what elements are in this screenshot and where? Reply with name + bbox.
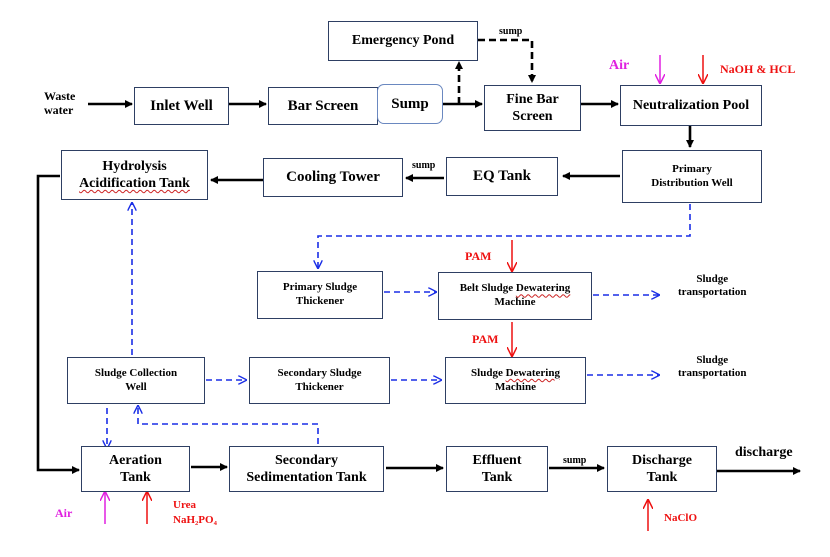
neutralization-pool-box: Neutralization Pool <box>620 85 762 126</box>
sump-label-effluent: sump <box>563 455 587 466</box>
discharge-label: discharge <box>735 445 793 460</box>
air-label-bottom: Air <box>55 506 73 520</box>
belt-dewatering-label-line2: Machine <box>494 296 536 308</box>
hydrolysis-acidification-tank-box: Hydrolysis Acidification Tank <box>61 150 208 200</box>
hydrolysis-label-line2: Acidification Tank <box>79 176 190 191</box>
emergency-pond-box: Emergency Pond <box>328 21 478 61</box>
primary-sludge-thickener-box: Primary Sludge Thickener <box>257 271 383 319</box>
sludge-dewatering-label-line2: Machine <box>495 380 536 393</box>
bar-screen-box: Bar Screen <box>268 87 378 125</box>
aeration-tank-box: Aeration Tank <box>81 446 190 492</box>
sludge-dewatering-machine-box: Sludge Dewatering Machine <box>445 357 586 404</box>
sludge-secondary-return <box>138 406 319 444</box>
effluent-tank-box: Effluent Tank <box>446 446 548 492</box>
secondary-sedimentation-tank-box: Secondary Sedimentation Tank <box>229 446 384 492</box>
urea-label-line2: NaH₂PO₄ <box>173 514 217 526</box>
belt-sludge-dewatering-box: Belt Sludge Dewatering Machine <box>438 272 592 320</box>
naoh-hcl-label: NaOH & HCL <box>720 62 796 76</box>
sump-label-top: sump <box>499 26 523 37</box>
sludge-collection-well-box: Sludge Collection Well <box>67 357 205 404</box>
arrow-hydrolysis-to-aeration <box>36 174 80 474</box>
secondary-sludge-thickener-box: Secondary Sludge Thickener <box>249 357 390 404</box>
belt-dewatering-label-line1: Belt Sludge Dewatering <box>459 282 571 295</box>
pam-label-1: PAM <box>465 249 492 263</box>
sump-label-eq: sump <box>412 160 436 171</box>
eq-tank-box: EQ Tank <box>446 157 558 196</box>
waste-water-label: Waste water <box>44 89 76 118</box>
hydrolysis-label-line1: Hydrolysis <box>102 158 167 174</box>
air-label-top: Air <box>609 58 630 73</box>
sludge-transportation-label-2: Sludge transportation <box>678 354 747 380</box>
sump-box: Sump <box>377 84 443 124</box>
fine-bar-screen-box: Fine Bar Screen <box>484 85 581 131</box>
arrow-emergency-to-fine <box>478 38 536 83</box>
cooling-tower-box: Cooling Tower <box>263 158 403 197</box>
primary-distribution-well-box: Primary Distribution Well <box>622 150 762 203</box>
urea-label-line1: Urea <box>173 499 197 511</box>
discharge-tank-box: Discharge Tank <box>607 446 717 492</box>
sludge-transportation-label-1: Sludge transportation <box>678 273 747 299</box>
naclo-label: NaClO <box>664 512 697 524</box>
inlet-well-box: Inlet Well <box>134 87 229 125</box>
pam-label-2: PAM <box>472 332 499 346</box>
sludge-dewatering-label-line1: Sludge Dewatering <box>471 366 560 379</box>
sludge-primary-to-thickener <box>318 204 691 268</box>
